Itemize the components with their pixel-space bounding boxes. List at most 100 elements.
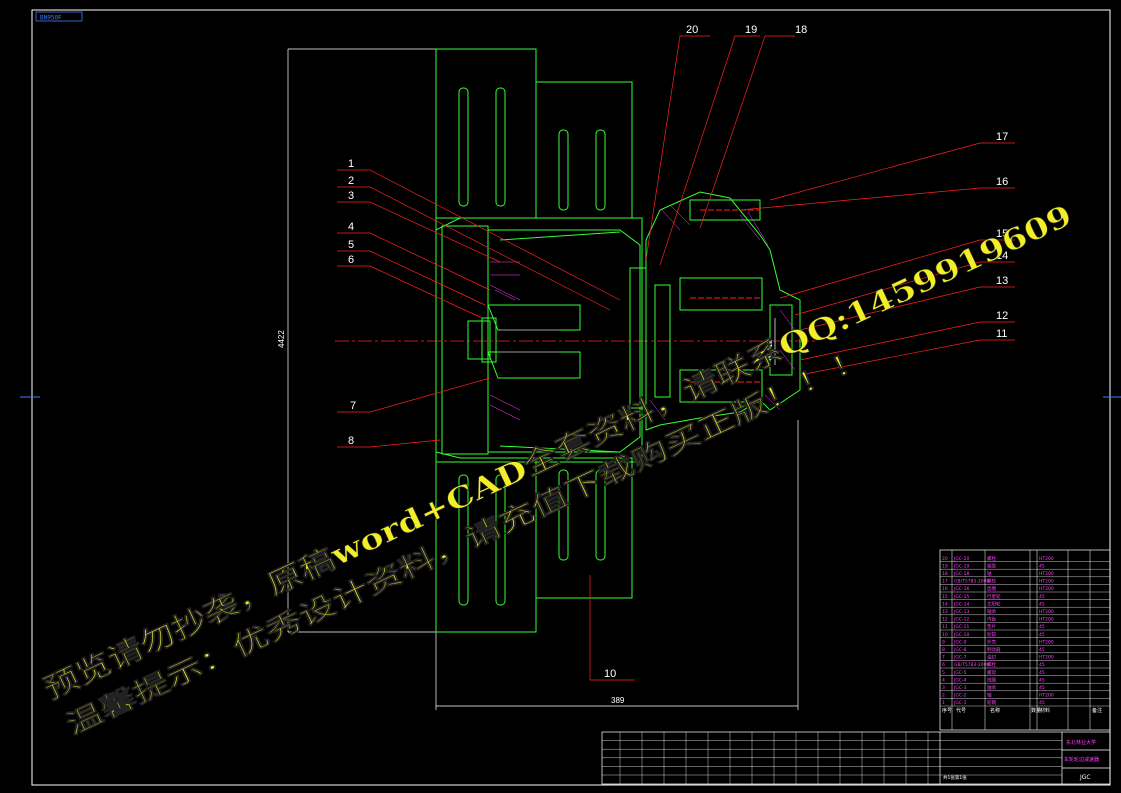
callout-17: 17 (996, 131, 1008, 143)
dimension-height (287, 48, 438, 633)
dimension-width (435, 420, 799, 710)
parts-row-mat: HT200 (1039, 556, 1054, 562)
parts-row-number: 6 (942, 662, 945, 668)
parts-row-number: 7 (942, 655, 945, 661)
parts-row-name: 螺栓 (987, 578, 996, 585)
callout-15: 15 (996, 228, 1008, 240)
parts-row-number: 12 (942, 617, 948, 623)
rim-hatch (489, 261, 560, 421)
parts-row-code: JGC-4 (953, 677, 967, 683)
parts-row-number: 14 (942, 601, 948, 607)
callout-numbers: 1 2 3 4 5 6 7 8 10 11 12 13 14 15 16 17 … (348, 24, 1008, 680)
parts-row-code: JGC-5 (953, 670, 967, 676)
parts-row-mat: HT200 (1039, 639, 1054, 645)
parts-row-code: GB/T5783-2000 (954, 662, 990, 668)
parts-row-name: 挡圈 (987, 676, 996, 683)
parts-header-cell: 名称 (990, 707, 1000, 714)
parts-row-name: 内齿 (987, 616, 996, 623)
parts-row-number: 10 (942, 632, 948, 638)
parts-row-number: 1 (942, 700, 945, 706)
title-drawing-name: 车轮轮边减速器 (1064, 756, 1099, 763)
callout-2: 2 (348, 175, 354, 187)
parts-row-code: JGC-15 (953, 594, 969, 600)
parts-row-name: 轮毂 (987, 631, 996, 638)
callout-4: 4 (348, 221, 354, 233)
watermark-line1: 预览请勿抄袭，原稿word+CAD全套资料，请联系QQ:1459919609 (39, 198, 1077, 706)
callout-18: 18 (795, 24, 807, 36)
parts-row-mat: HT200 (1039, 571, 1054, 577)
parts-row-mat: 45 (1039, 700, 1045, 706)
callout-16: 16 (996, 176, 1008, 188)
parts-row-number: 17 (942, 579, 948, 585)
parts-row-mat: HT200 (1039, 693, 1054, 699)
parts-row-name: 垫片 (987, 623, 996, 630)
parts-row-code: JGC-16 (953, 586, 969, 592)
parts-row-name: 齿圈 (987, 586, 996, 592)
parts-row-number: 5 (942, 670, 945, 676)
parts-row-mat: HT200 (1039, 586, 1054, 592)
parts-row-mat: 45 (1039, 601, 1045, 607)
parts-row-name: 制动器 (987, 646, 1001, 653)
title-drawing-code: JGC (1079, 774, 1091, 781)
parts-row-code: JGC-13 (953, 609, 969, 615)
parts-row-name: 行星轮 (987, 593, 1001, 600)
callout-13: 13 (996, 275, 1008, 287)
callout-20: 20 (686, 24, 698, 36)
parts-row-name: 轴 (987, 692, 992, 699)
parts-row-number: 4 (942, 677, 945, 683)
parts-row-code: JGC-1 (953, 700, 967, 706)
parts-row-mat: 45 (1039, 563, 1045, 569)
tire-outline (435, 48, 633, 633)
dimension-width-label: 389 (611, 696, 625, 705)
parts-row-code: JGC-3 (953, 685, 967, 691)
parts-row-code: JGC-8 (953, 647, 967, 653)
callout-12: 12 (996, 310, 1008, 322)
title-block: 东北林业大学 车轮轮边减速器 JGC 共1张第1张 (601, 731, 1111, 785)
callout-14: 14 (996, 250, 1008, 262)
parts-row-number: 16 (942, 586, 948, 592)
parts-row-number: 3 (942, 685, 945, 691)
parts-row-mat: 45 (1039, 670, 1045, 676)
parts-row-code: GB/T5783-2000 (954, 579, 990, 585)
parts-header-cell: 序号 (942, 707, 952, 714)
parts-row-mat: 45 (1039, 685, 1045, 691)
callout-8: 8 (348, 435, 354, 447)
parts-row-code: JGC-19 (953, 563, 969, 569)
parts-row-name: 轴 (987, 570, 992, 577)
parts-row-mat: 45 (1039, 662, 1045, 668)
callout-10: 10 (604, 668, 616, 680)
parts-row-mat: HT200 (1039, 655, 1054, 661)
parts-row-number: 20 (942, 556, 948, 562)
parts-row-name: 油封 (987, 654, 996, 661)
dimension-height-label: 4422 (277, 330, 286, 348)
housing-hatch (649, 204, 796, 421)
parts-row-number: 9 (942, 639, 945, 645)
parts-row-code: JGC-2 (953, 693, 967, 699)
reducer-housing (629, 191, 801, 431)
parts-header-cell: 备注 (1092, 707, 1102, 714)
parts-row-code: JGC-18 (953, 571, 969, 577)
corner-tag: BN950F (40, 15, 62, 22)
parts-row-name: 轴承 (987, 684, 996, 691)
corner-tag-box (35, 11, 83, 22)
dimension-bore-label: φ1412 (767, 340, 774, 360)
parts-row-code: JGC-10 (953, 632, 969, 638)
parts-row-mat: 45 (1039, 594, 1045, 600)
parts-row-mat: HT200 (1039, 579, 1054, 585)
parts-row-name: 螺栓 (987, 661, 996, 668)
parts-row-name: 外壳 (987, 638, 996, 645)
parts-row-number: 8 (942, 647, 945, 653)
parts-row-mat: 45 (1039, 624, 1045, 630)
callout-6: 6 (348, 254, 354, 266)
parts-header-cell: 材料 (1040, 707, 1050, 714)
parts-row-code: JGC-9 (953, 639, 967, 645)
callout-19: 19 (745, 24, 757, 36)
callout-leaders (337, 35, 1015, 681)
parts-row-number: 2 (942, 693, 945, 699)
callout-3: 3 (348, 190, 354, 202)
parts-row-code: JGC-14 (953, 601, 969, 607)
parts-row-code: JGC-11 (953, 624, 969, 630)
parts-header-cell: 代号 (956, 707, 966, 714)
